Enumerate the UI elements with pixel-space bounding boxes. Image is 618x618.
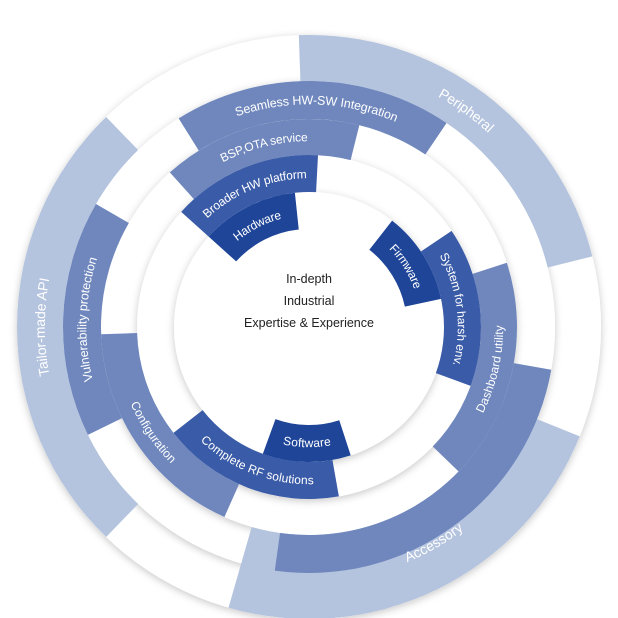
outer-ring-segment-1 (298, 35, 593, 268)
second-ring-segment-2 (420, 230, 481, 386)
center-disc (174, 192, 444, 462)
inner-ring-segment-1 (208, 192, 299, 262)
fourth-ring-segment-1 (178, 80, 447, 155)
inner-ring-segment-3 (262, 419, 351, 462)
center-line-3: Expertise & Experience (244, 316, 374, 330)
fourth-ring-segment-3 (63, 204, 129, 435)
outer-ring-segment-2 (17, 116, 139, 538)
third-ring-segment-3 (101, 333, 240, 518)
ring-label-software: Software (282, 434, 332, 451)
fourth-ring-segment-2 (274, 363, 552, 573)
center-line-2: Industrial (284, 294, 335, 308)
third-ring-segment-1 (169, 119, 360, 200)
center-text-group: In-depth Industrial Expertise & Experien… (244, 272, 374, 330)
second-ring-segment-3 (173, 410, 339, 500)
ring-segments (17, 35, 593, 618)
inner-ring-segment-2 (369, 220, 442, 307)
ring-label-tailor-made-api: Tailor-made API (32, 276, 52, 377)
third-ring-segment-2 (432, 262, 517, 472)
center-line-1: In-depth (286, 272, 332, 286)
second-ring-segment-1 (181, 155, 319, 237)
